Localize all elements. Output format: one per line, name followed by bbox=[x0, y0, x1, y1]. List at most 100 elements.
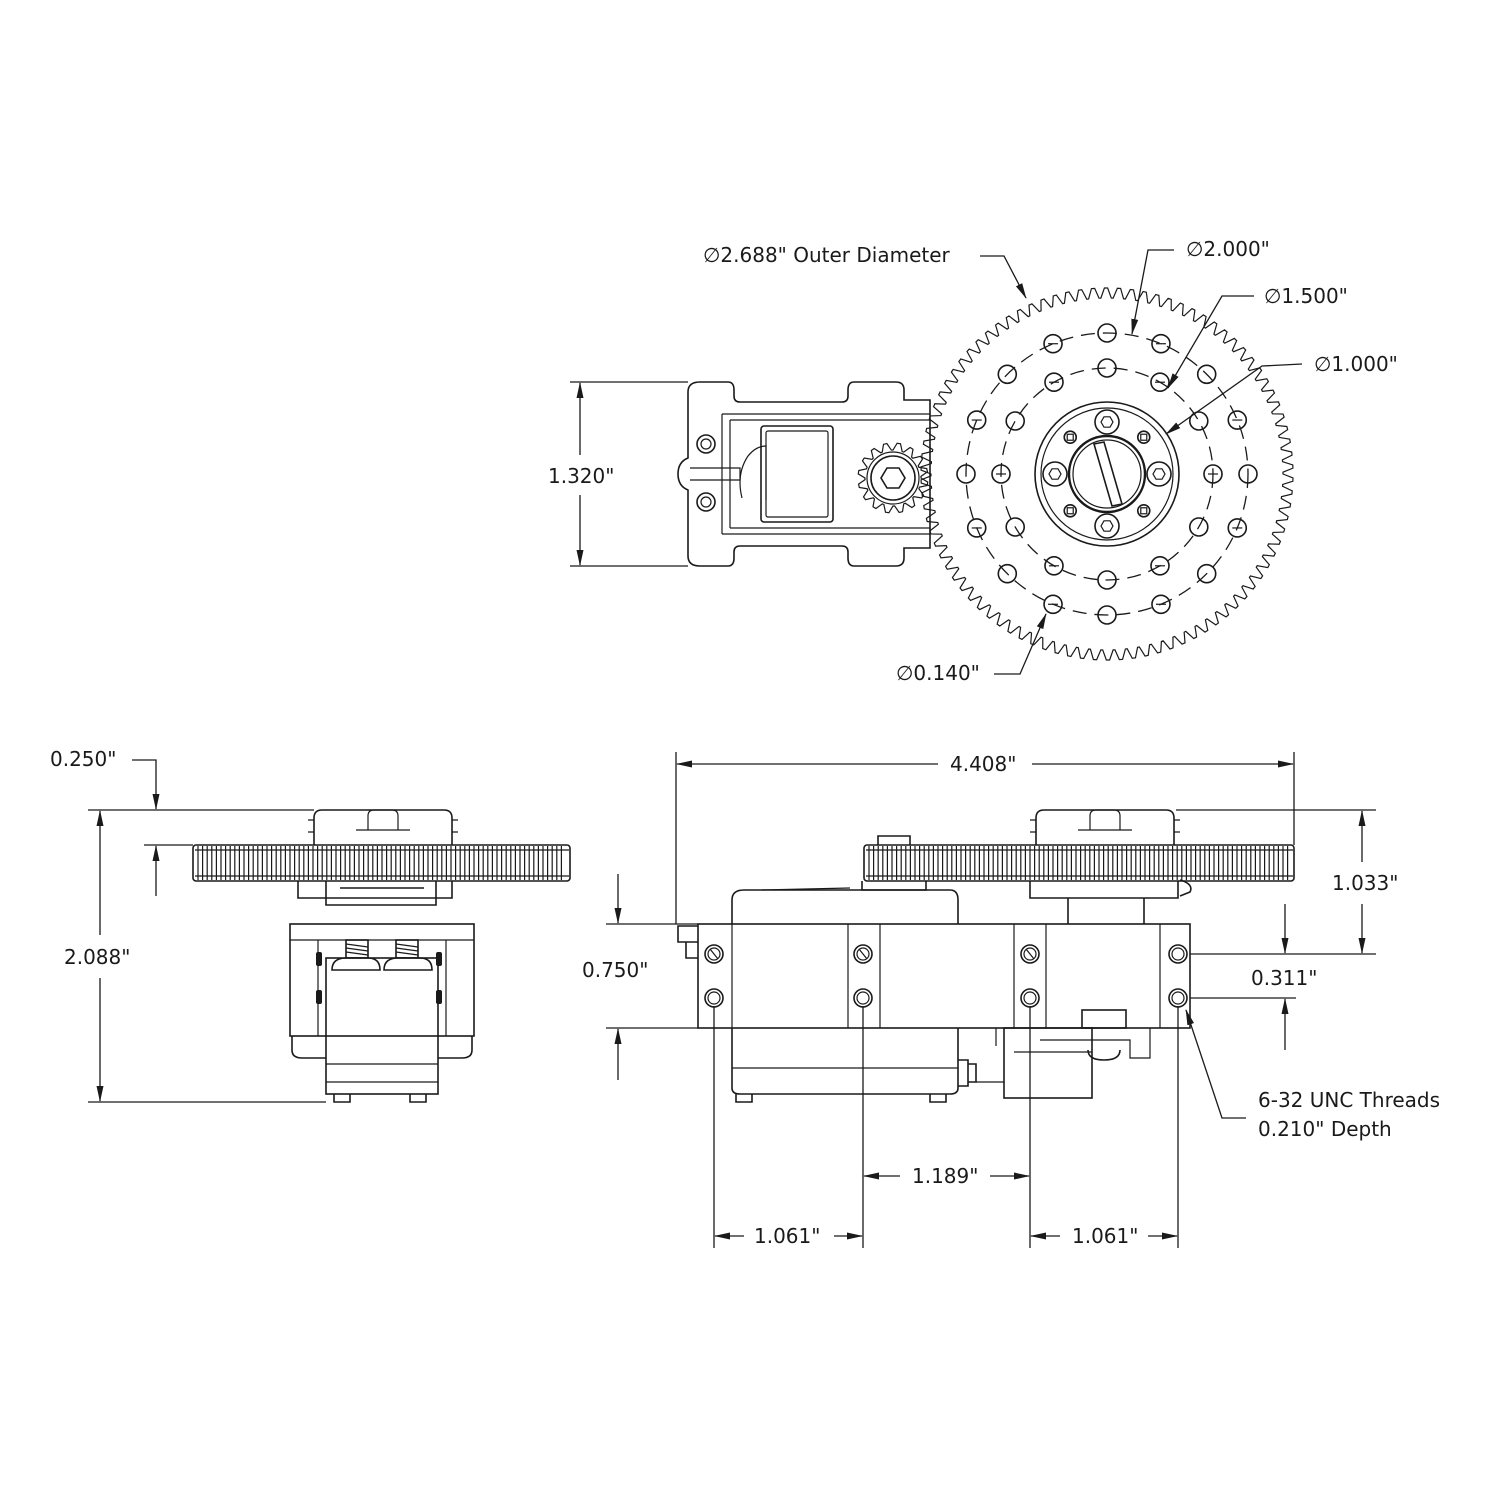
square-socket-icon bbox=[1066, 433, 1074, 441]
hole-icon bbox=[1188, 517, 1209, 537]
front-servo-tabs bbox=[735, 1094, 947, 1103]
hub-shaft bbox=[1067, 434, 1147, 514]
side-bracket bbox=[289, 923, 475, 1037]
mount-hole-icon bbox=[700, 438, 712, 450]
threaded-hole-inner bbox=[1023, 947, 1037, 961]
front-hub-cap-detail bbox=[1030, 809, 1180, 833]
hex-socket-icon bbox=[1152, 468, 1166, 480]
hole-mark bbox=[858, 948, 868, 960]
hub-hole-icon bbox=[1063, 430, 1078, 445]
dia-1000-leader bbox=[1165, 363, 1303, 435]
hole-icon bbox=[1238, 464, 1258, 484]
side-bolt-thread-lines bbox=[345, 943, 419, 956]
side-gear bbox=[192, 844, 571, 882]
side-motor bbox=[325, 957, 439, 1095]
hole-icon bbox=[1043, 594, 1063, 615]
dim-0311-label: 0.311" bbox=[1251, 966, 1317, 990]
servo-slot bbox=[690, 467, 741, 481]
dim-0750-label: 0.750" bbox=[582, 958, 648, 982]
hole-icon bbox=[1097, 358, 1117, 378]
pinion-root-circle bbox=[866, 451, 920, 505]
hole-icon bbox=[1151, 333, 1171, 354]
hole-mark bbox=[709, 948, 719, 960]
hole-icon bbox=[1203, 464, 1223, 484]
hole-icon bbox=[991, 464, 1011, 484]
gear-teeth bbox=[920, 287, 1294, 661]
pinion-hub bbox=[870, 455, 916, 501]
hub-bolt-icon bbox=[1042, 461, 1068, 487]
threaded-holes bbox=[704, 944, 1188, 1008]
hole-icon bbox=[1151, 594, 1171, 615]
square-socket-icon bbox=[1140, 433, 1148, 441]
shaft-slot bbox=[1092, 441, 1124, 507]
hole-icon bbox=[1044, 372, 1064, 393]
servo-label-recess bbox=[739, 445, 767, 500]
threaded-hole-inner bbox=[856, 947, 870, 961]
dim-1189-label: 1.189" bbox=[912, 1164, 978, 1188]
hole-icon bbox=[1150, 555, 1170, 576]
hole-icon bbox=[1196, 563, 1217, 584]
gear-tooth-lines bbox=[197, 846, 562, 880]
side-bolt-head bbox=[331, 957, 381, 971]
servo-label-plate bbox=[760, 425, 834, 523]
dim-1061-right-label: 1.061" bbox=[1072, 1224, 1138, 1248]
thread-note-leader bbox=[1185, 1009, 1246, 1119]
hub-hole-icon bbox=[1136, 503, 1151, 518]
hole-icon bbox=[1097, 605, 1117, 625]
servo-mount-outline bbox=[677, 381, 931, 567]
hole-icon bbox=[966, 518, 987, 538]
hex-socket-icon bbox=[1100, 416, 1114, 428]
front-pinion-top bbox=[861, 835, 927, 891]
mount-hole-icon bbox=[696, 492, 716, 512]
hub-hole-icon bbox=[1063, 503, 1078, 518]
hole-icon bbox=[1227, 518, 1248, 538]
front-motor bbox=[1003, 1027, 1093, 1099]
main-gear-icon bbox=[920, 287, 1294, 661]
threaded-hole-inner bbox=[707, 947, 721, 961]
dia-1000-label: ∅1.000" bbox=[1314, 352, 1398, 376]
mount-hole-icon bbox=[700, 496, 712, 508]
threaded-hole-inner bbox=[1171, 991, 1185, 1005]
hex-socket-icon bbox=[880, 467, 906, 489]
threaded-hole-icon bbox=[1168, 944, 1188, 964]
hub-cap-detail bbox=[308, 809, 458, 833]
dim-0250-label: 0.250" bbox=[50, 747, 116, 771]
front-tab bbox=[677, 925, 698, 959]
hole-icon bbox=[1043, 333, 1063, 354]
front-gear-teeth bbox=[866, 846, 1293, 880]
thread-note-line1: 6-32 UNC Threads bbox=[1258, 1088, 1440, 1112]
hole-icon bbox=[1097, 323, 1117, 343]
side-motor-feet bbox=[291, 1036, 473, 1059]
hole-mark bbox=[1025, 948, 1035, 960]
front-bolt-head bbox=[1081, 1009, 1127, 1029]
dim-4408-extension bbox=[675, 752, 1295, 924]
side-motor-tabs bbox=[333, 1094, 427, 1103]
front-bolt-cap bbox=[1087, 1049, 1121, 1061]
threaded-hole-inner bbox=[1171, 947, 1185, 961]
dia-1500-label: ∅1.500" bbox=[1264, 284, 1348, 308]
front-gear-hub-lower bbox=[1029, 881, 1179, 924]
hole-icon bbox=[966, 410, 987, 430]
front-servo-top bbox=[731, 889, 959, 924]
threaded-hole-inner bbox=[707, 991, 721, 1005]
hub-hole-icon bbox=[1136, 430, 1151, 445]
square-socket-icon bbox=[1140, 507, 1148, 515]
side-gear-teeth bbox=[195, 846, 569, 880]
threaded-hole-icon bbox=[1020, 944, 1040, 964]
front-clip bbox=[1179, 879, 1192, 897]
bolt-circle-1500 bbox=[1000, 367, 1214, 581]
hex-socket-icon bbox=[1100, 520, 1114, 532]
square-socket-icon bbox=[1066, 507, 1074, 515]
hole-icon bbox=[1044, 555, 1064, 576]
hub-cap bbox=[313, 809, 453, 845]
servo-inner-frame bbox=[721, 413, 930, 535]
side-bolt-head bbox=[383, 957, 433, 971]
hole-icon bbox=[1196, 364, 1217, 385]
servo-label-plate-inner bbox=[765, 430, 829, 518]
dim-0250-arrow-top bbox=[132, 759, 160, 810]
front-motor-detail bbox=[995, 1028, 1151, 1059]
thread-note-line2: 0.210" Depth bbox=[1258, 1117, 1392, 1141]
dim-1061-left-label: 1.061" bbox=[754, 1224, 820, 1248]
hub-bolt-icon bbox=[1146, 461, 1172, 487]
